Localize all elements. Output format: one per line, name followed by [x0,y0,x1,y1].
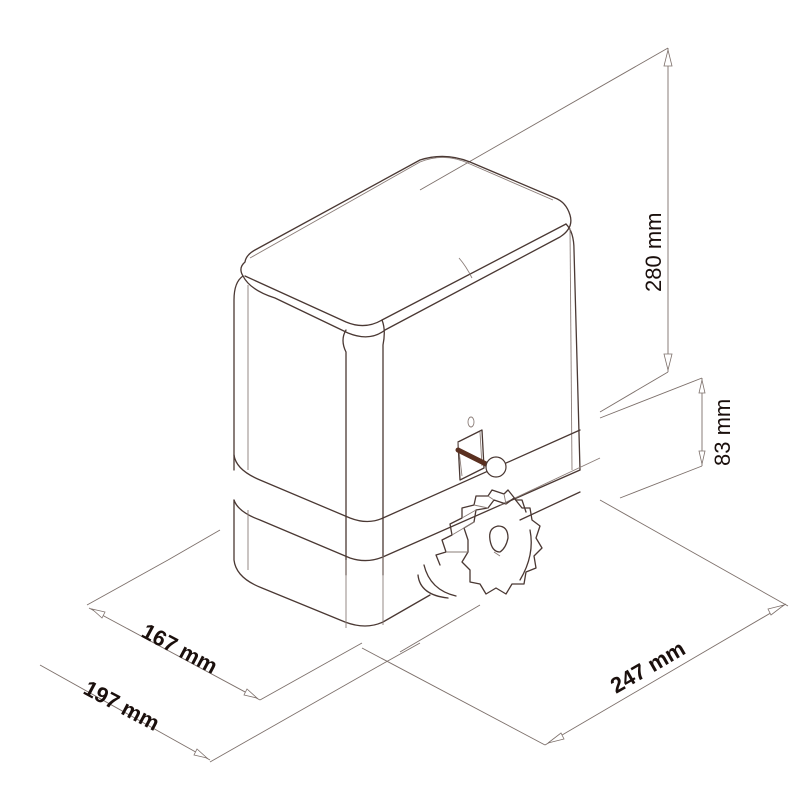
dimension-label-depth-inner: 167 mm [138,618,222,679]
release-key-slot[interactable] [457,416,485,481]
dimension-label-depth-outer: 197 mm [80,675,164,736]
housing-cover [233,155,581,576]
dimension-label-length: 247 mm [606,636,689,699]
dimension-280: 280 mm [419,47,673,413]
dimension-83: 83 mm [599,377,735,499]
dimension-label-height: 280 mm [641,213,666,292]
dimension-197: 197 mm [39,664,378,763]
dimension-167: 167 mm [86,559,329,701]
dimension-247: 247 mm [361,499,789,746]
base-section [233,457,601,628]
dimension-label-gear-height: 83 mm [710,399,735,466]
drive-gear [417,489,543,599]
drive-shaft [455,447,507,478]
reference-lines [167,529,421,668]
